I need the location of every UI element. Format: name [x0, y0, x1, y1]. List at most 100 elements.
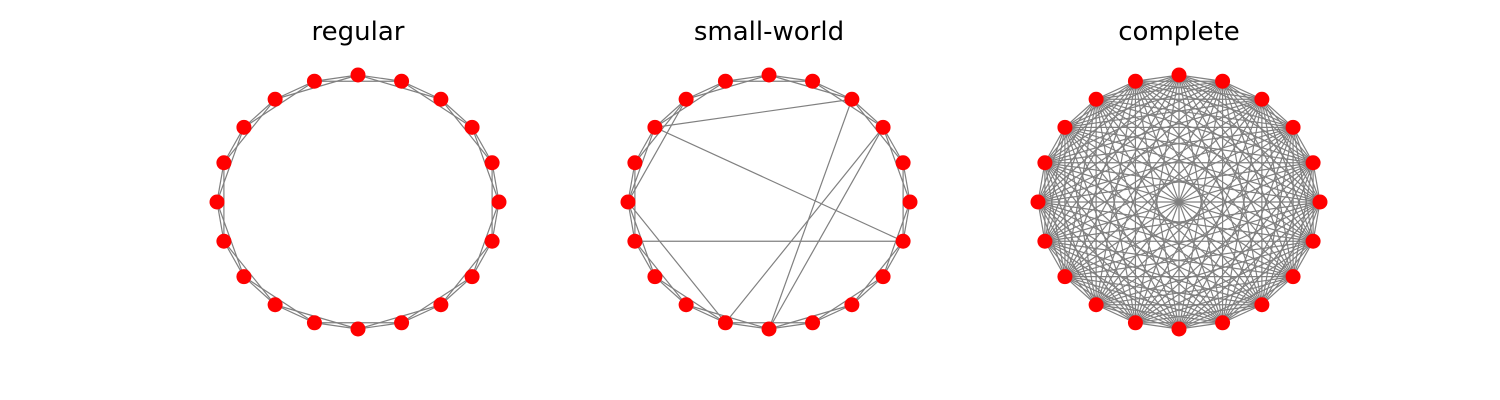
- edge: [1044, 127, 1066, 242]
- edge: [1044, 162, 1097, 305]
- node: [717, 73, 733, 89]
- node: [1088, 91, 1104, 107]
- edge: [1134, 81, 1180, 330]
- edge: [1178, 201, 1321, 330]
- edge: [1044, 240, 1294, 278]
- node: [1030, 194, 1046, 210]
- edge: [1037, 74, 1180, 203]
- edge-group: [627, 74, 911, 330]
- node: [1312, 194, 1328, 210]
- node: [647, 269, 663, 285]
- edge: [1222, 80, 1314, 164]
- edge: [1178, 74, 1263, 305]
- edge: [1178, 240, 1314, 330]
- edge: [1292, 162, 1314, 277]
- edge: [1037, 201, 1314, 242]
- edge: [1064, 127, 1097, 305]
- node: [761, 321, 777, 337]
- edge: [1037, 201, 1180, 330]
- edge: [1178, 74, 1294, 277]
- node: [1171, 321, 1187, 337]
- edge: [768, 99, 853, 330]
- node: [1127, 73, 1143, 89]
- node: [895, 155, 911, 171]
- node: [1037, 233, 1053, 249]
- edge: [654, 126, 904, 242]
- edge: [1135, 80, 1314, 164]
- edge: [627, 201, 726, 324]
- node: [844, 91, 860, 107]
- edge: [1222, 80, 1314, 242]
- edge: [1178, 74, 1224, 323]
- edge: [1261, 127, 1294, 305]
- edge: [627, 98, 687, 203]
- node: [236, 119, 252, 135]
- edge: [1134, 98, 1263, 324]
- edge: [1178, 74, 1321, 203]
- edge: [1135, 240, 1314, 324]
- node: [1057, 269, 1073, 285]
- edge: [1044, 162, 1321, 203]
- panel-small-world: small-world: [620, 17, 918, 337]
- edge: [1037, 201, 1263, 306]
- edge: [1037, 201, 1097, 306]
- edge: [1178, 74, 1294, 128]
- edge: [768, 127, 884, 330]
- panel-regular: regular: [209, 17, 507, 337]
- node-group: [620, 67, 918, 337]
- node: [844, 297, 860, 313]
- edge: [1064, 98, 1263, 278]
- panel-title-small-world: small-world: [694, 17, 844, 47]
- node: [350, 321, 366, 337]
- node: [394, 73, 410, 89]
- edge: [1134, 74, 1180, 323]
- edge-group: [216, 74, 500, 330]
- edge: [1096, 276, 1294, 306]
- edge: [1044, 240, 1223, 324]
- edge: [1044, 126, 1294, 242]
- edge: [654, 98, 852, 128]
- node: [1127, 315, 1143, 331]
- edge: [1037, 201, 1294, 278]
- panel-title-regular: regular: [312, 17, 405, 47]
- node: [216, 233, 232, 249]
- edge: [1064, 98, 1262, 128]
- edge: [1261, 99, 1294, 277]
- node: [627, 233, 643, 249]
- edge: [1044, 162, 1180, 330]
- edge: [1178, 74, 1314, 242]
- node: [267, 297, 283, 313]
- edge: [1222, 81, 1294, 277]
- node: [464, 119, 480, 135]
- edge: [1064, 126, 1263, 306]
- node: [236, 269, 252, 285]
- node: [1037, 155, 1053, 171]
- edge: [1135, 80, 1262, 100]
- edge: [1037, 98, 1097, 203]
- node: [647, 119, 663, 135]
- edge: [1037, 201, 1223, 324]
- node: [306, 73, 322, 89]
- edge: [1037, 162, 1314, 203]
- edge: [1178, 81, 1224, 330]
- node: [1285, 269, 1301, 285]
- edge: [1064, 99, 1097, 277]
- edge: [1095, 98, 1224, 324]
- edge: [1096, 98, 1294, 128]
- node: [350, 67, 366, 83]
- edge: [724, 126, 884, 324]
- edge: [1095, 240, 1314, 306]
- node: [267, 91, 283, 107]
- node: [484, 155, 500, 171]
- node: [1254, 91, 1270, 107]
- edge: [1044, 80, 1136, 164]
- node: [627, 155, 643, 171]
- edge: [1044, 162, 1136, 324]
- edge: [1064, 127, 1136, 323]
- edge: [1135, 276, 1294, 324]
- node: [464, 269, 480, 285]
- panel-title-complete: complete: [1118, 17, 1239, 47]
- node: [717, 315, 733, 331]
